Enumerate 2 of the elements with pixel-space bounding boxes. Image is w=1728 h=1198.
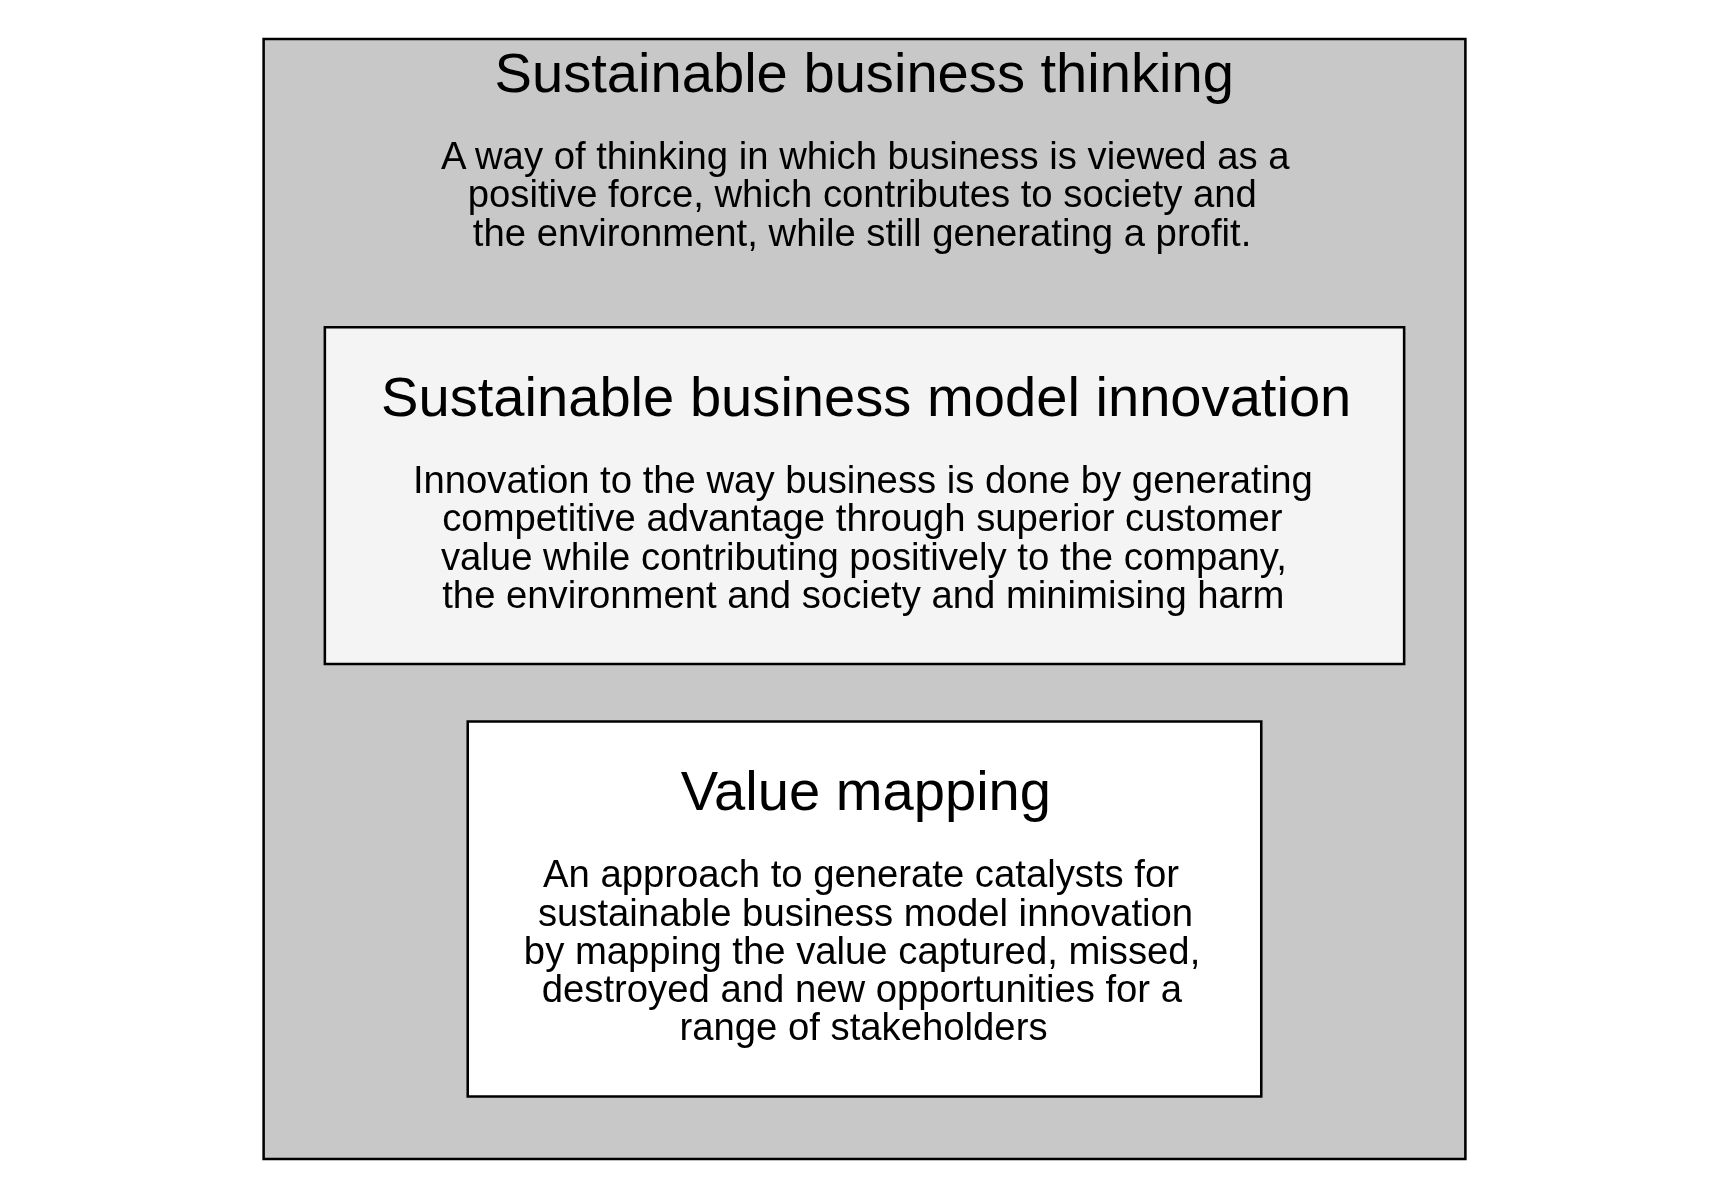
node-box: Value mapping An approach to generate catalysts for sustainable business model innovation by mapping the value captured, missed, destroyed and new opportunities for a range of stakeholders (465, 720, 1263, 1098)
node-box: Sustainable business model innovation Innovation to the way business is done by generating competitive advantage through superior customer value while contributing positively to the company, the environment and society and minimising harm (323, 326, 1405, 666)
